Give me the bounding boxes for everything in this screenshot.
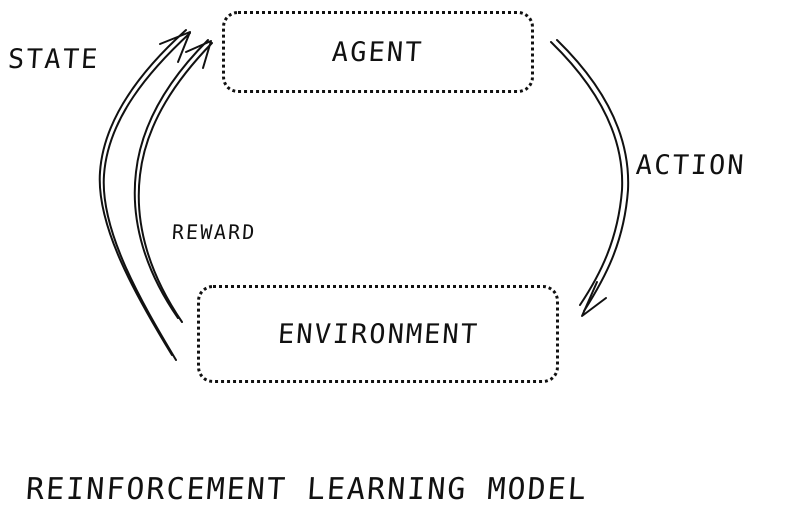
state-label: STATE [6, 44, 101, 75]
reward-arrow [133, 39, 213, 323]
diagram-caption: REINFORCEMENT LEARNING MODEL [24, 472, 589, 507]
action-label: ACTION [634, 150, 747, 181]
agent-label: AGENT [331, 36, 425, 68]
agent-node: AGENT [222, 11, 534, 93]
environment-label: ENVIRONMENT [276, 318, 480, 350]
action-arrow [550, 39, 630, 317]
state-arrow [98, 29, 191, 361]
environment-node: ENVIRONMENT [197, 285, 559, 383]
reward-label: REWARD [171, 220, 258, 244]
